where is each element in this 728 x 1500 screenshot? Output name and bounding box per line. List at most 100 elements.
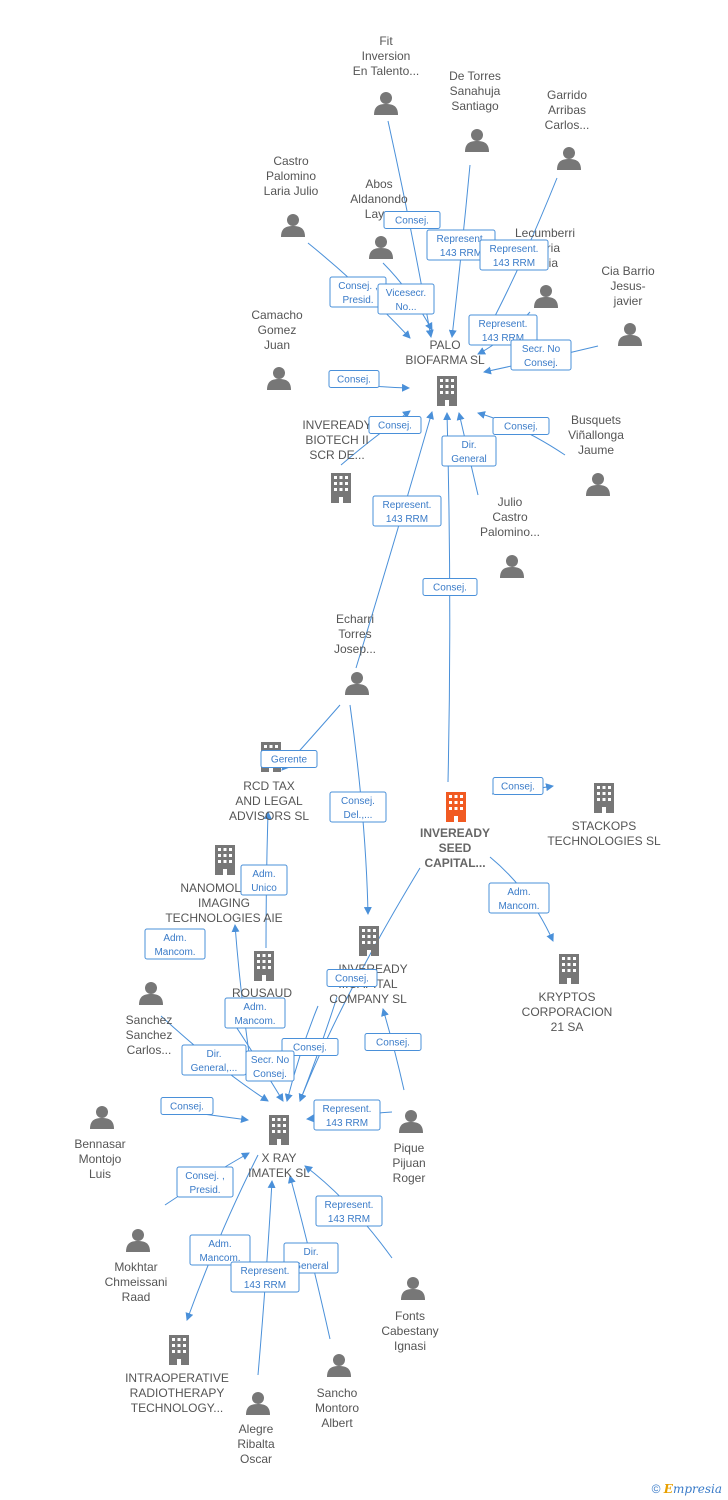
node-label: CORPORACION [522,1005,613,1019]
node-label: ADVISORS SL [229,809,309,823]
relation-text: Presid. [189,1185,220,1196]
relation-label[interactable]: Consej. ,Presid. [329,276,387,308]
relation-label[interactable]: Consej.Del.,... [329,791,387,823]
relation-label[interactable]: Consej. [383,211,441,229]
relation-label-box [492,417,550,435]
building-icon [446,792,466,822]
node-label: Castro [492,510,528,524]
relation-label[interactable]: Adm.Mancom. [488,882,550,914]
relation-label[interactable]: Consej. [160,1097,214,1115]
relation-text: No... [395,302,416,313]
node-intraop[interactable]: INTRAOPERATIVERADIOTHERAPYTECHNOLOGY... [125,1335,229,1415]
node-label: X RAY [261,1151,296,1165]
relation-label[interactable]: Adm.Mancom. [224,997,286,1029]
relation-label[interactable]: Represent.143 RRM [230,1261,300,1293]
node-garrido[interactable]: GarridoArribasCarlos... [545,88,590,170]
building-icon [331,473,351,503]
relation-label[interactable]: Consej. ,Presid. [176,1166,234,1198]
person-icon [246,1392,270,1415]
node-label: STACKOPS [572,819,636,833]
brand-logo[interactable]: Empresia [663,1482,722,1496]
relation-label-box [326,969,378,987]
node-capital[interactable]: ...INVEREADY...CAPITALCOMPANY SL [328,926,408,1006]
relation-label-box [492,777,544,795]
relation-label[interactable]: Adm.Mancom. [144,928,206,960]
relation-label[interactable]: Adm.Mancom. [189,1234,251,1266]
node-julio[interactable]: JulioCastroPalomino... [480,495,540,578]
node-abos[interactable]: AbosAldanondoLay... [350,177,408,259]
relation-label[interactable]: Dir.General,... [181,1044,247,1076]
copyright-icon: © [651,1482,661,1496]
node-label: Fit [379,34,393,48]
relation-label[interactable]: Represent.143 RRM [468,314,538,346]
relation-label[interactable]: Consej. [368,416,422,434]
node-label: Sanchez [126,1028,173,1042]
relation-label[interactable]: Represent.143 RRM [372,495,442,527]
relation-label[interactable]: Represent.143 RRM [313,1099,381,1131]
node-label: Torres [338,627,371,641]
relation-label[interactable]: Consej. [492,417,550,435]
relation-text: Consej. [341,796,375,807]
relation-label-box [368,416,422,434]
relation-edge [298,867,421,1102]
node-label: Viñallonga [568,428,624,442]
node-label: AND LEGAL [235,794,303,808]
relation-text: Consej. [524,358,558,369]
relation-label[interactable]: Consej. [422,578,478,596]
node-echarri[interactable]: EcharriTorresJosep... [334,612,376,695]
relation-text: 143 RRM [326,1118,368,1129]
node-label: Jaume [578,443,614,457]
node-label: Aldanondo [350,192,408,206]
relation-text: Mancom. [234,1016,275,1027]
node-sanchez[interactable]: SanchezSanchezCarlos... [126,982,173,1057]
relation-label[interactable]: Vicesecr.No... [377,283,435,315]
relation-text: Dir. [207,1049,222,1060]
relation-text: Consej. [337,375,371,386]
relation-label[interactable]: Consej. [326,969,378,987]
relation-label[interactable]: Represent.143 RRM [426,229,496,261]
relation-label[interactable]: Represent.143 RRM [479,239,549,271]
relation-label-box [488,882,550,914]
relation-label[interactable]: Dir.General [441,435,497,467]
node-seed[interactable]: INVEREADYSEEDCAPITAL... [420,792,490,870]
relation-label[interactable]: Gerente [260,750,318,768]
node-label: Sanchez [126,1013,173,1027]
footer-credit: © Empresia [652,1482,722,1496]
relation-label[interactable]: Consej. [328,370,380,388]
relation-label[interactable]: Consej. [281,1038,339,1056]
relation-label[interactable]: Adm.Unico [240,864,288,896]
relation-text: General [293,1261,329,1272]
relation-label[interactable]: Represent.143 RRM [315,1195,383,1227]
relation-text: Consej. [376,1038,410,1049]
person-icon [139,982,163,1005]
node-label: CAPITAL... [424,856,485,870]
relation-label[interactable]: Consej. [364,1033,422,1051]
person-icon [90,1106,114,1129]
relation-label-box [422,578,478,596]
relation-text: Dir. [462,440,477,451]
node-label: Gomez [258,323,297,337]
relation-label[interactable]: Consej. [492,777,544,795]
person-icon [618,323,642,346]
